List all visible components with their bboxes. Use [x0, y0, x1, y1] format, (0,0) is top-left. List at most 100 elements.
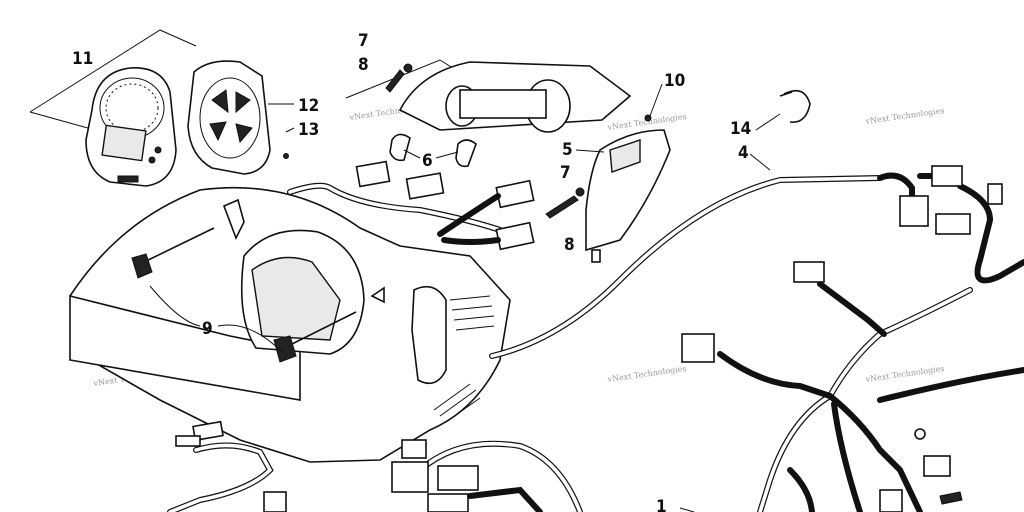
leader-4 — [749, 153, 771, 171]
harness-branch — [787, 467, 815, 512]
gauge-ticks — [105, 83, 159, 133]
stud-9-right — [283, 311, 357, 349]
side-duct — [411, 285, 447, 385]
bracket-6-left — [389, 133, 411, 162]
connector-plug — [495, 221, 535, 251]
main-wire-group — [489, 89, 883, 359]
connector-plug — [899, 195, 929, 227]
bracket-line-11b — [29, 111, 96, 131]
leader-6a — [403, 149, 421, 159]
leader-14 — [755, 113, 781, 131]
connector-plug — [391, 461, 429, 493]
leader-9 — [149, 285, 283, 353]
connector-plug — [427, 493, 469, 512]
leader-13 — [285, 127, 295, 133]
callout-4: 4 — [738, 143, 749, 163]
indicator-lamp — [154, 146, 162, 154]
main-harness-group — [679, 165, 1024, 512]
spade-terminal — [939, 491, 963, 505]
callout-7-top: 7 — [358, 31, 369, 51]
bracket-6-right — [455, 139, 477, 168]
connector-plug — [935, 213, 971, 235]
connector-plug — [495, 179, 535, 209]
upper-bracket-group — [345, 59, 632, 168]
callout-7-lower: 7 — [560, 163, 571, 183]
duct-body — [459, 89, 547, 119]
callout-13: 13 — [298, 120, 319, 140]
connector-plug — [437, 465, 479, 491]
side-panel-bracket — [609, 139, 641, 173]
hood-front-lip — [69, 294, 301, 401]
harness-trunk — [757, 287, 973, 512]
screw-7-lower — [575, 187, 585, 197]
leader-1 — [679, 507, 695, 512]
callout-10: 10 — [664, 71, 685, 91]
watermark: vNext Technologies — [864, 364, 945, 384]
connector-plug — [987, 183, 1003, 205]
screw-13 — [283, 153, 289, 159]
panel-pin — [591, 249, 601, 263]
hood-inner-shade — [251, 256, 341, 341]
housing-vents — [209, 89, 253, 144]
gauge-housing-group — [187, 60, 295, 175]
connector-plug — [263, 491, 287, 512]
leader-6b — [435, 151, 459, 159]
connector-plug — [405, 172, 445, 200]
connector-plug — [879, 489, 903, 512]
screw-7-top — [403, 63, 413, 73]
lower-harness-group — [391, 439, 583, 512]
connector-plug — [175, 435, 201, 447]
vent-slots-lower — [433, 383, 481, 423]
watermark: vNext Technologies — [606, 364, 687, 384]
hood-mount-tab — [222, 198, 245, 240]
callout-1: 1 — [656, 497, 667, 512]
leader-5 — [575, 149, 605, 153]
callout-8-top: 8 — [358, 55, 369, 75]
spring-8-lower — [545, 195, 579, 219]
instrument-cluster-group — [29, 29, 197, 187]
leader-10 — [649, 83, 663, 117]
stud-9-left — [139, 227, 215, 265]
callout-5: 5 — [562, 140, 573, 160]
screw-10 — [644, 114, 652, 122]
harness-branch — [877, 367, 1024, 403]
gauge-connector — [117, 175, 139, 183]
side-panel-group — [545, 83, 671, 263]
connector-plug — [401, 439, 427, 459]
lcd-display — [101, 124, 147, 162]
callout-8-lower: 8 — [564, 235, 575, 255]
callout-14: 14 — [730, 119, 751, 139]
left-harness-group — [167, 420, 287, 512]
vent-slots-upper — [449, 295, 495, 331]
harness-branch — [167, 442, 274, 512]
speedometer-gauge — [85, 67, 177, 187]
bracket-line-11 — [29, 29, 197, 113]
harness-branch — [717, 351, 833, 399]
harness-branch — [467, 486, 543, 512]
spring-8-top — [385, 69, 405, 93]
harness-branch — [817, 281, 887, 337]
clamp-ring-14 — [783, 89, 811, 123]
indicator-lamp — [148, 156, 156, 164]
callout-6: 6 — [422, 151, 433, 171]
watermark: vNext Technologies — [864, 106, 945, 126]
stud-mount-right — [370, 286, 385, 304]
ring-terminal — [914, 428, 926, 440]
console-hood-group — [69, 186, 511, 463]
nut-9-right — [273, 335, 297, 363]
side-deflector-panel — [585, 129, 671, 252]
connector-plug — [681, 333, 715, 363]
callout-11: 11 — [72, 49, 93, 69]
harness-branch — [827, 393, 923, 512]
harness-branch — [831, 401, 863, 512]
connector-plug — [923, 455, 951, 477]
upper-connectors — [287, 160, 535, 251]
connector-plug — [793, 261, 825, 283]
connector-plug — [931, 165, 963, 187]
callout-labels: 11 12 13 7 8 6 5 7 8 10 14 4 9 1 — [72, 31, 751, 512]
sub-harness-wire — [437, 193, 501, 245]
connector-plug — [355, 160, 391, 188]
callout-12: 12 — [298, 96, 319, 116]
housing-opening — [199, 77, 261, 159]
